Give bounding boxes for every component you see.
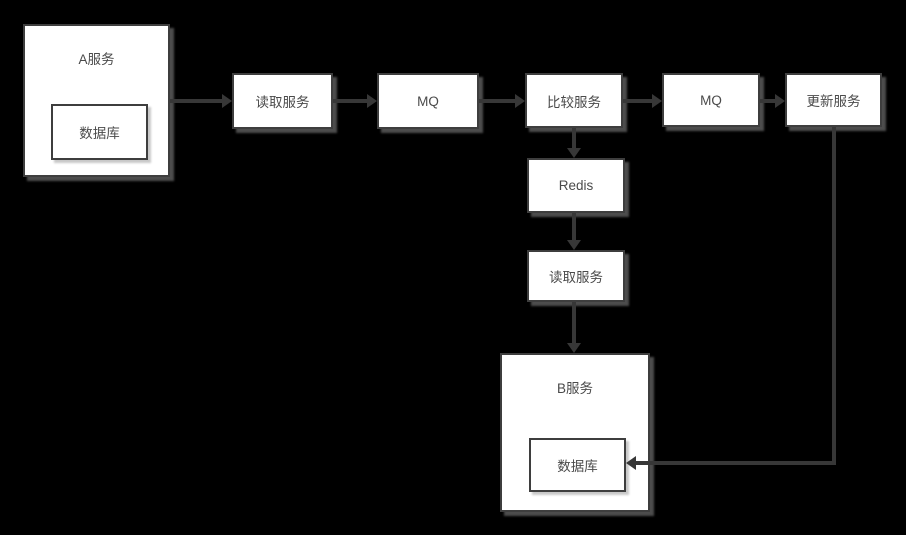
arrowhead-into-b-database xyxy=(626,456,636,470)
edge-update-service-down-segment xyxy=(832,127,836,465)
node-b-service-label: B服务 xyxy=(556,381,593,396)
node-mq-2-label: MQ xyxy=(700,92,722,108)
edge-a-service-to-read-service-1 xyxy=(170,99,223,103)
edge-read-service-1-to-mq-1 xyxy=(333,99,368,103)
node-read-service-2-label: 读取服务 xyxy=(549,270,603,285)
arrowhead-into-update-service xyxy=(775,94,785,108)
arrowhead-into-redis xyxy=(567,148,581,158)
edge-read-service-2-to-b-service xyxy=(572,302,576,344)
node-b-database-label: 数据库 xyxy=(557,459,598,474)
node-mq-1-label: MQ xyxy=(417,93,439,109)
edge-mq-2-to-update-service xyxy=(760,99,776,103)
arrowhead-into-read-service-1 xyxy=(222,94,232,108)
arrowhead-into-compare-service xyxy=(515,94,525,108)
node-compare-service: 比较服务 xyxy=(525,73,623,128)
node-redis: Redis xyxy=(527,158,625,213)
edge-mq-1-to-compare-service xyxy=(479,99,516,103)
node-a-service-label: A服务 xyxy=(78,52,115,67)
node-read-service-1-label: 读取服务 xyxy=(255,95,310,110)
node-compare-service-label: 比较服务 xyxy=(547,94,601,110)
node-b-database: 数据库 xyxy=(529,438,626,492)
node-a-database-label: 数据库 xyxy=(79,126,120,141)
node-a-database: 数据库 xyxy=(51,104,148,160)
node-mq-2: MQ xyxy=(662,73,760,127)
node-update-service-label: 更新服务 xyxy=(806,94,861,109)
arrowhead-into-b-service xyxy=(567,343,581,353)
arrowhead-into-mq-1 xyxy=(367,94,377,108)
edge-compare-service-to-redis xyxy=(572,128,576,149)
edge-compare-service-to-mq-2 xyxy=(623,99,653,103)
arrowhead-into-read-service-2 xyxy=(567,240,581,250)
node-mq-1: MQ xyxy=(377,73,479,129)
edge-update-service-left-segment xyxy=(636,461,836,465)
node-update-service: 更新服务 xyxy=(785,73,882,127)
node-read-service-1: 读取服务 xyxy=(232,73,333,129)
node-redis-label: Redis xyxy=(558,178,594,193)
node-read-service-2: 读取服务 xyxy=(527,250,625,302)
arrowhead-into-mq-2 xyxy=(652,94,662,108)
edge-redis-to-read-service-2 xyxy=(572,213,576,241)
